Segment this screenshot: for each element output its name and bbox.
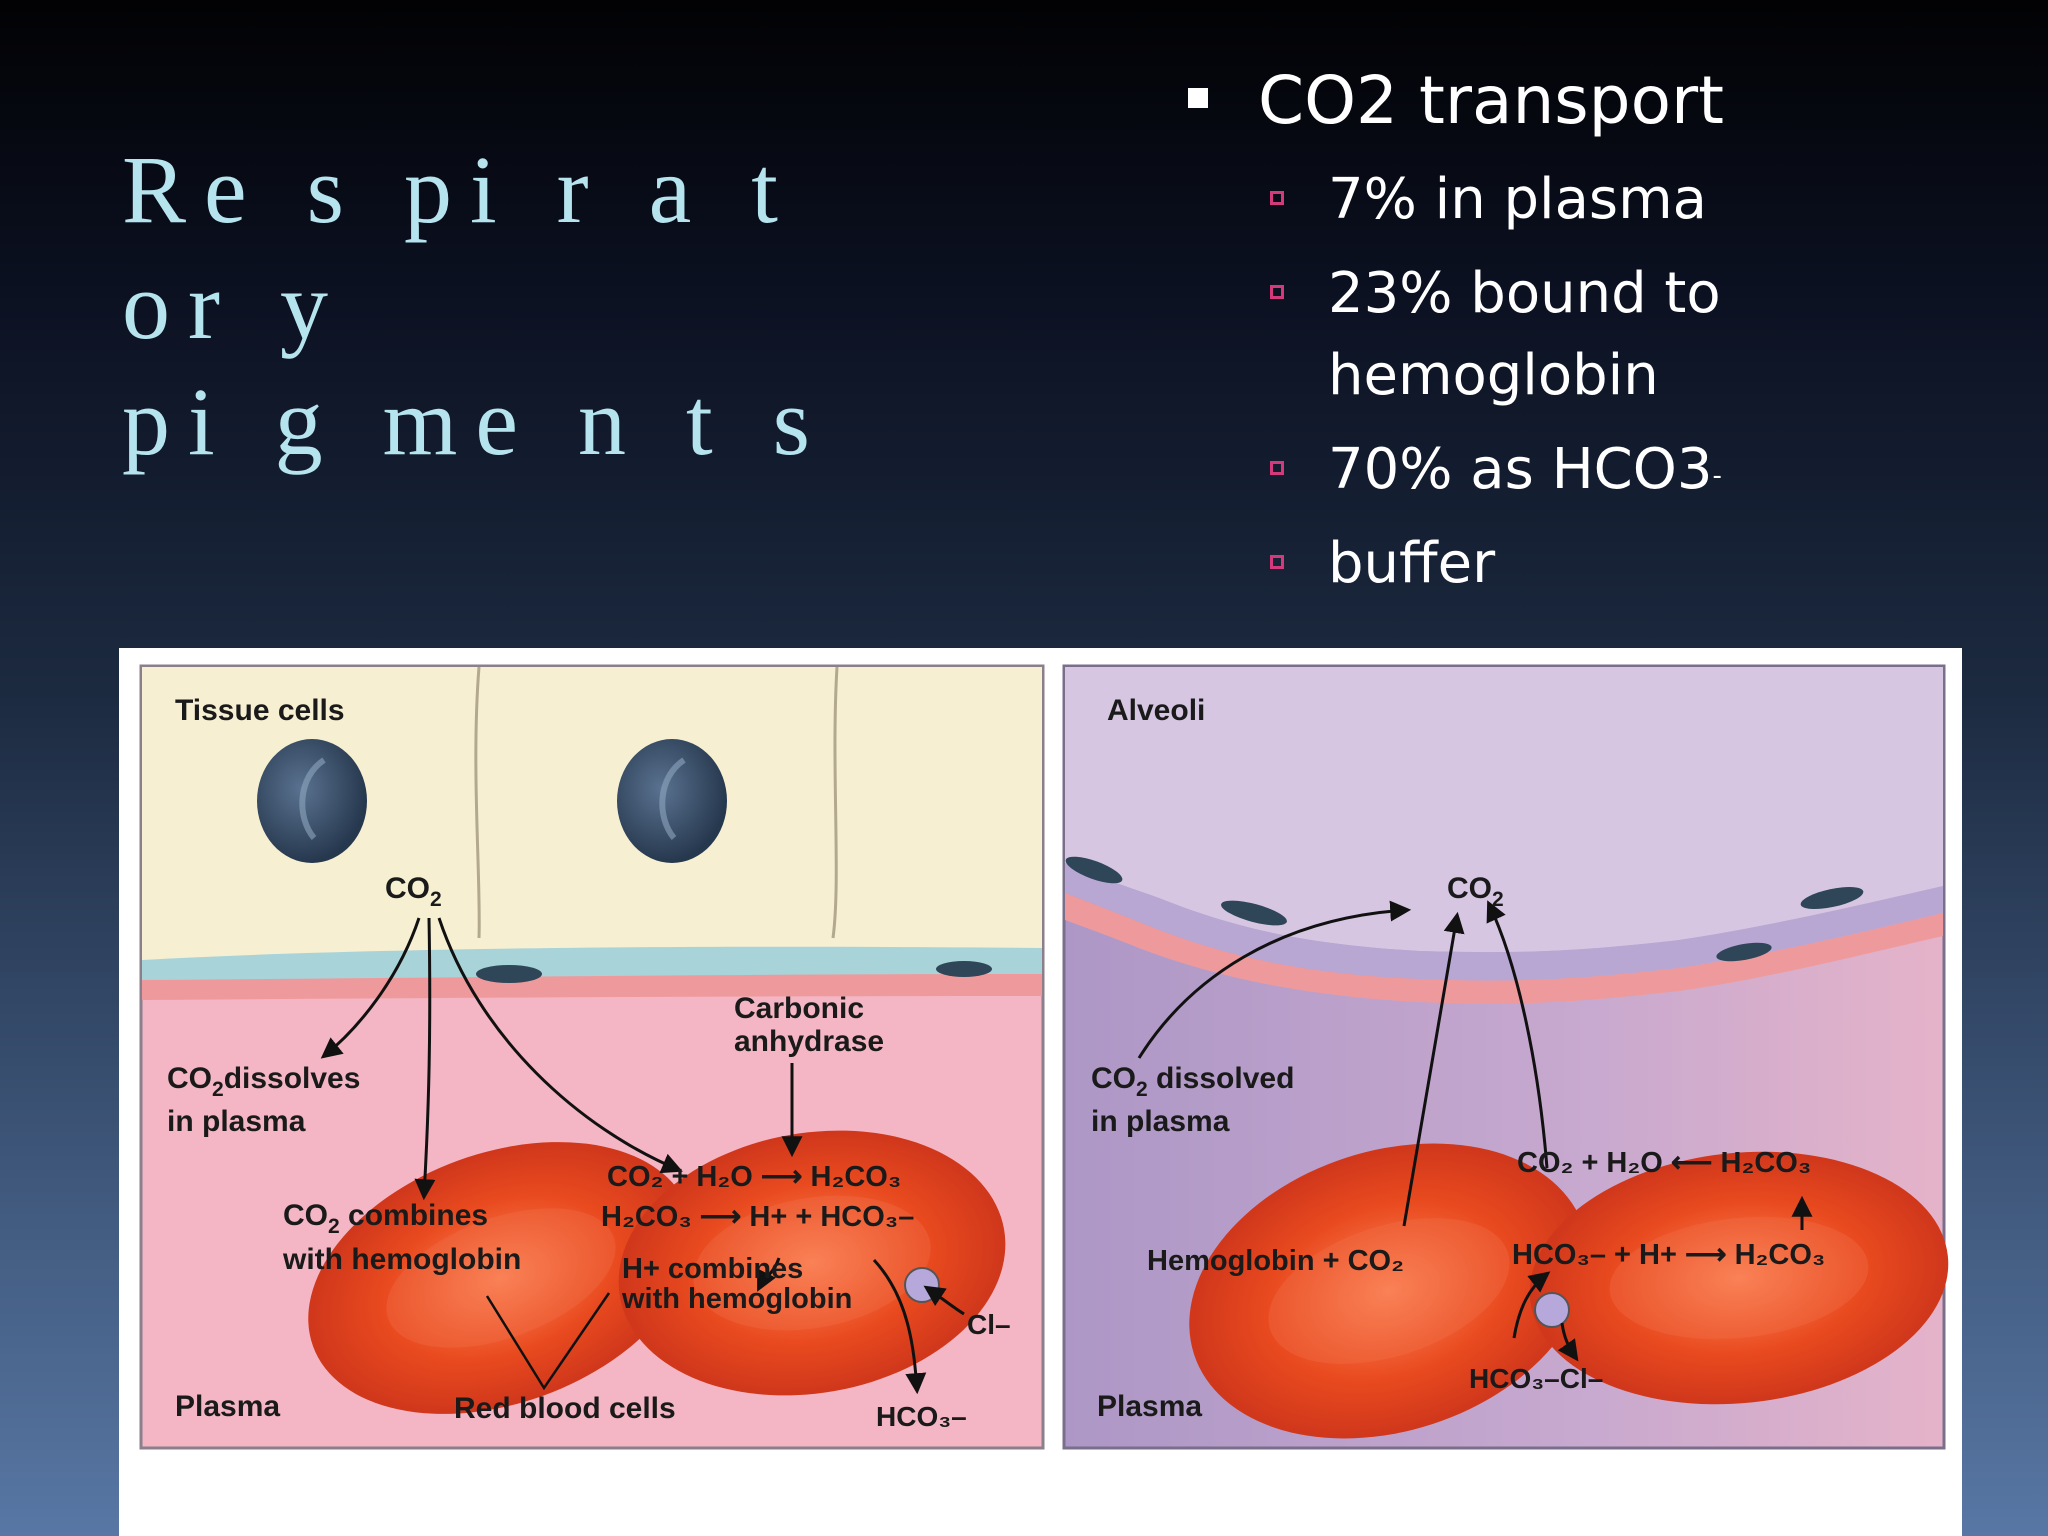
label-hplus-combines: H+ combines bbox=[622, 1253, 803, 1285]
label-plasma: Plasma bbox=[1097, 1390, 1202, 1423]
endothelial-nucleus bbox=[1065, 856, 1123, 884]
sub-bullet-text: 23% bound to bbox=[1328, 261, 1721, 326]
arrow-cl-out bbox=[1557, 1322, 1579, 1362]
arrow-to-rbc bbox=[437, 917, 683, 1174]
red-blood-cell bbox=[1189, 1143, 1589, 1439]
sub-bullet-plasma: 7% in plasma bbox=[1180, 159, 2020, 241]
arrow-combines bbox=[414, 917, 436, 1201]
label-with-hemoglobin: with hemoglobin bbox=[282, 1243, 521, 1276]
equation-h2co3: H₂CO₃ ⟶ H+ + HCO₃– bbox=[601, 1201, 914, 1233]
transporter-protein bbox=[1534, 1292, 1570, 1328]
red-blood-cell bbox=[308, 1142, 694, 1414]
label-red-blood-cells: Red blood cells bbox=[454, 1392, 676, 1425]
label-co2: CO2 bbox=[1447, 872, 1504, 911]
superscript-minus: - bbox=[1712, 461, 1722, 491]
hollow-square-bullet-icon bbox=[1270, 285, 1284, 299]
label-co2-combines: CO2 combines bbox=[283, 1199, 488, 1238]
sub-bullet-hco3: 70% as HCO3- bbox=[1180, 429, 2020, 511]
sub-bullet-hemoglobin: 23% bound to hemoglobin bbox=[1180, 253, 2020, 417]
tissue-panel: Tissue cells CO2 Carbonic anhydrase CO2d… bbox=[139, 664, 1045, 1450]
label-hplus-hemoglobin: with hemoglobin bbox=[621, 1283, 852, 1315]
diagram-svg: Tissue cells CO2 Carbonic anhydrase CO2d… bbox=[139, 664, 1949, 1450]
sub-bullet-text: 70% as HCO3 bbox=[1328, 437, 1713, 502]
red-blood-cell bbox=[1529, 1151, 1949, 1405]
cell-nucleus bbox=[617, 739, 727, 863]
square-bullet-icon bbox=[1188, 88, 1208, 108]
label-in-plasma: in plasma bbox=[167, 1105, 306, 1138]
arrow-hco3-out bbox=[872, 1258, 927, 1395]
label-co2-dissolved: CO2 dissolved bbox=[1091, 1062, 1294, 1101]
equation-co2-h2o: CO₂ + H₂O ⟵ H₂CO₃ bbox=[1517, 1147, 1811, 1179]
endothelial-nucleus bbox=[1800, 886, 1864, 910]
label-co2: CO2 bbox=[385, 872, 442, 911]
label-alveoli: Alveoli bbox=[1107, 694, 1205, 727]
label-anhydrase: anhydrase bbox=[734, 1025, 884, 1058]
label-hco3: HCO₃– bbox=[876, 1401, 967, 1432]
endothelial-nucleus bbox=[936, 961, 992, 977]
endothelial-nucleus bbox=[1716, 942, 1772, 962]
arrow-dissolved-to-alveoli bbox=[1137, 900, 1412, 1059]
title-line-2: pi g me n t s bbox=[122, 368, 828, 475]
arrow-co2-release bbox=[1486, 900, 1549, 1169]
basement-membrane bbox=[142, 974, 1042, 1000]
label-hemoglobin-co2: Hemoglobin + CO₂ bbox=[1147, 1245, 1404, 1277]
equation-co2-h2o: CO₂ + H₂O ⟶ H₂CO₃ bbox=[607, 1161, 901, 1193]
arrow-dissolves bbox=[320, 917, 421, 1059]
hollow-square-bullet-icon bbox=[1270, 191, 1284, 205]
hollow-square-bullet-icon bbox=[1270, 461, 1284, 475]
transporter-protein bbox=[904, 1267, 940, 1303]
arrow-hco3-in bbox=[1512, 1271, 1551, 1339]
label-in-plasma: in plasma bbox=[1091, 1105, 1230, 1138]
bullet-list: CO2 transport 7% in plasma 23% bound to … bbox=[1180, 55, 2020, 605]
alveolar-space bbox=[1065, 667, 1943, 953]
arrow-cl-in bbox=[923, 1285, 965, 1316]
cell-nucleus bbox=[257, 739, 367, 863]
label-tissue-cells: Tissue cells bbox=[175, 694, 345, 727]
cell-border bbox=[474, 666, 481, 939]
hollow-square-bullet-icon bbox=[1270, 555, 1284, 569]
sub-bullet-text: 7% in plasma bbox=[1328, 167, 1707, 232]
cell-border bbox=[831, 666, 839, 939]
label-carbonic: Carbonic bbox=[734, 992, 864, 1025]
endothelial-nucleus bbox=[1221, 900, 1287, 926]
bullet-co2-transport: CO2 transport bbox=[1180, 55, 2020, 147]
label-plasma: Plasma bbox=[175, 1390, 280, 1423]
label-hco3-cl: HCO₃–Cl– bbox=[1469, 1363, 1603, 1394]
rbc-pointer-lines bbox=[485, 1292, 611, 1391]
sub-bullet-text: buffer bbox=[1328, 531, 1496, 596]
equation-hco3-hplus: HCO₃– + H+ ⟶ H₂CO₃ bbox=[1512, 1239, 1825, 1271]
slide-title: Re s pi r a t or y pi g me n t s bbox=[122, 132, 922, 480]
title-line-1: Re s pi r a t or y bbox=[122, 136, 796, 359]
label-co2-dissolves: CO2dissolves bbox=[167, 1062, 360, 1101]
co2-transport-diagram: Tissue cells CO2 Carbonic anhydrase CO2d… bbox=[119, 648, 1962, 1536]
label-cl: Cl– bbox=[967, 1309, 1011, 1340]
sub-bullet-buffer: buffer bbox=[1180, 523, 2020, 605]
arrow-hemoglobin-release bbox=[1402, 911, 1465, 1227]
sub-bullet-text-cont: hemoglobin bbox=[1328, 343, 1659, 408]
arrow-hplus bbox=[757, 1257, 781, 1292]
endothelial-nucleus bbox=[476, 965, 542, 983]
alveoli-panel: Alveoli CO2 CO2 dissolved in plasma Hemo… bbox=[1062, 664, 1949, 1450]
bullet-text: CO2 transport bbox=[1258, 62, 1724, 139]
capillary-wall bbox=[1065, 893, 1943, 1004]
